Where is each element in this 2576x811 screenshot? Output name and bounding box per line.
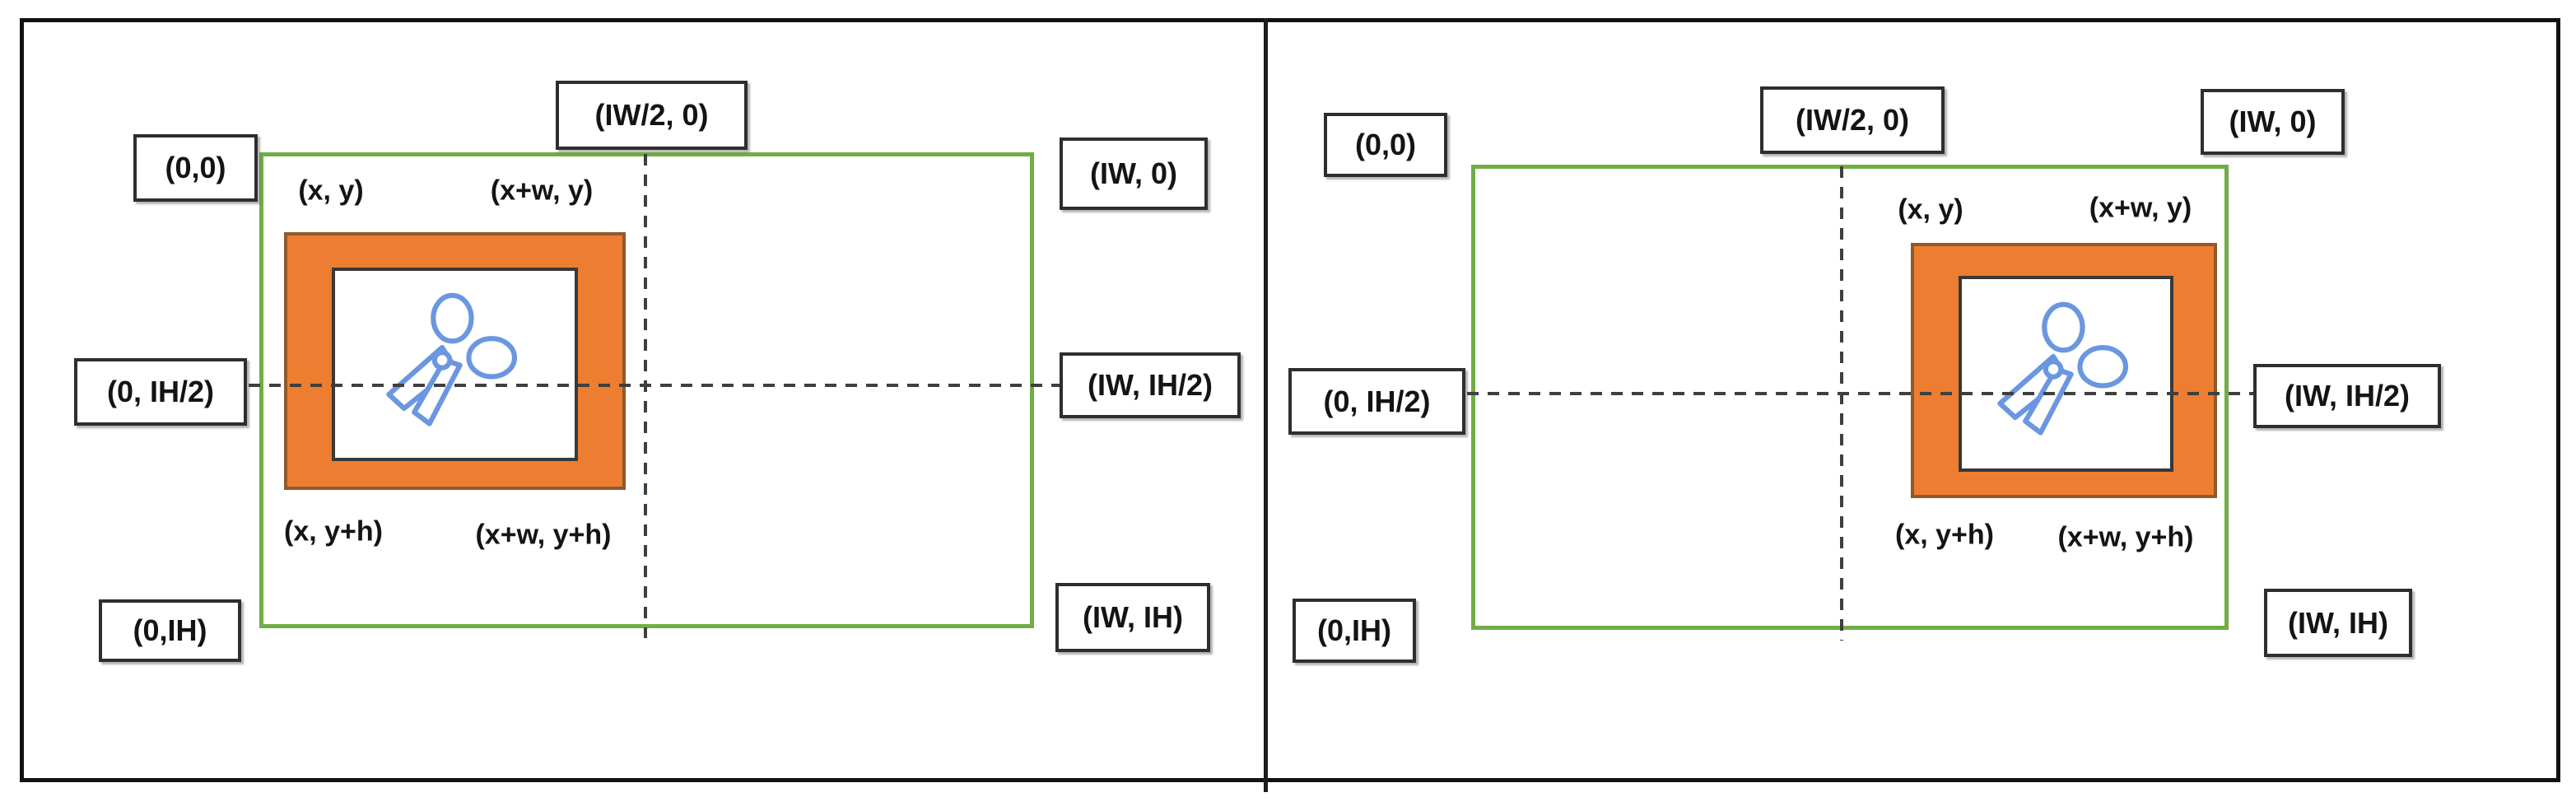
coord-box-origin: (0,0) bbox=[133, 134, 258, 202]
coord-box-origin: (0,0) bbox=[1324, 113, 1447, 177]
crop-corner-label-top-left: (x, y) bbox=[298, 175, 364, 207]
coord-box-bottom-right: (IW, IH) bbox=[2264, 589, 2412, 657]
coord-box-middle-right: (IW, IH/2) bbox=[2253, 364, 2441, 428]
vertical-midline bbox=[644, 154, 647, 638]
scissors-icon bbox=[379, 287, 531, 443]
crop-corner-label-bottom-left: (x, y+h) bbox=[284, 515, 383, 548]
crop-inner-box bbox=[332, 268, 578, 461]
coord-box-bottom-left: (0,IH) bbox=[99, 599, 241, 662]
coord-box-top-center: (IW/2, 0) bbox=[556, 81, 748, 150]
figure-border bbox=[20, 18, 2560, 782]
coord-box-middle-left: (0, IH/2) bbox=[1288, 368, 1465, 435]
crop-corner-label-bottom-right: (x+w, y+h) bbox=[2057, 521, 2194, 553]
coord-box-middle-left: (0, IH/2) bbox=[74, 358, 247, 426]
coord-box-middle-right: (IW, IH/2) bbox=[1060, 352, 1241, 418]
coord-box-bottom-right: (IW, IH) bbox=[1055, 583, 1210, 652]
horizontal-midline bbox=[249, 384, 1060, 387]
coord-box-top-center: (IW/2, 0) bbox=[1760, 86, 1945, 154]
coord-box-top-right: (IW, 0) bbox=[2201, 89, 2345, 155]
vertical-midline bbox=[1840, 166, 1843, 641]
horizontal-midline bbox=[1467, 392, 2253, 395]
coord-box-bottom-left: (0,IH) bbox=[1293, 599, 1416, 663]
crop-corner-label-top-left: (x, y) bbox=[1898, 193, 1963, 226]
crop-inner-box bbox=[1959, 276, 2173, 472]
panel-divider bbox=[1264, 18, 1268, 792]
crop-corner-label-top-right: (x+w, y) bbox=[2089, 192, 2192, 224]
scissors-icon bbox=[1990, 296, 2142, 452]
crop-corner-label-top-right: (x+w, y) bbox=[490, 175, 594, 207]
crop-corner-label-bottom-right: (x+w, y+h) bbox=[475, 519, 612, 551]
crop-corner-label-bottom-left: (x, y+h) bbox=[1895, 519, 1994, 551]
coord-box-top-right: (IW, 0) bbox=[1060, 137, 1208, 210]
image-boundary bbox=[1471, 165, 2229, 630]
